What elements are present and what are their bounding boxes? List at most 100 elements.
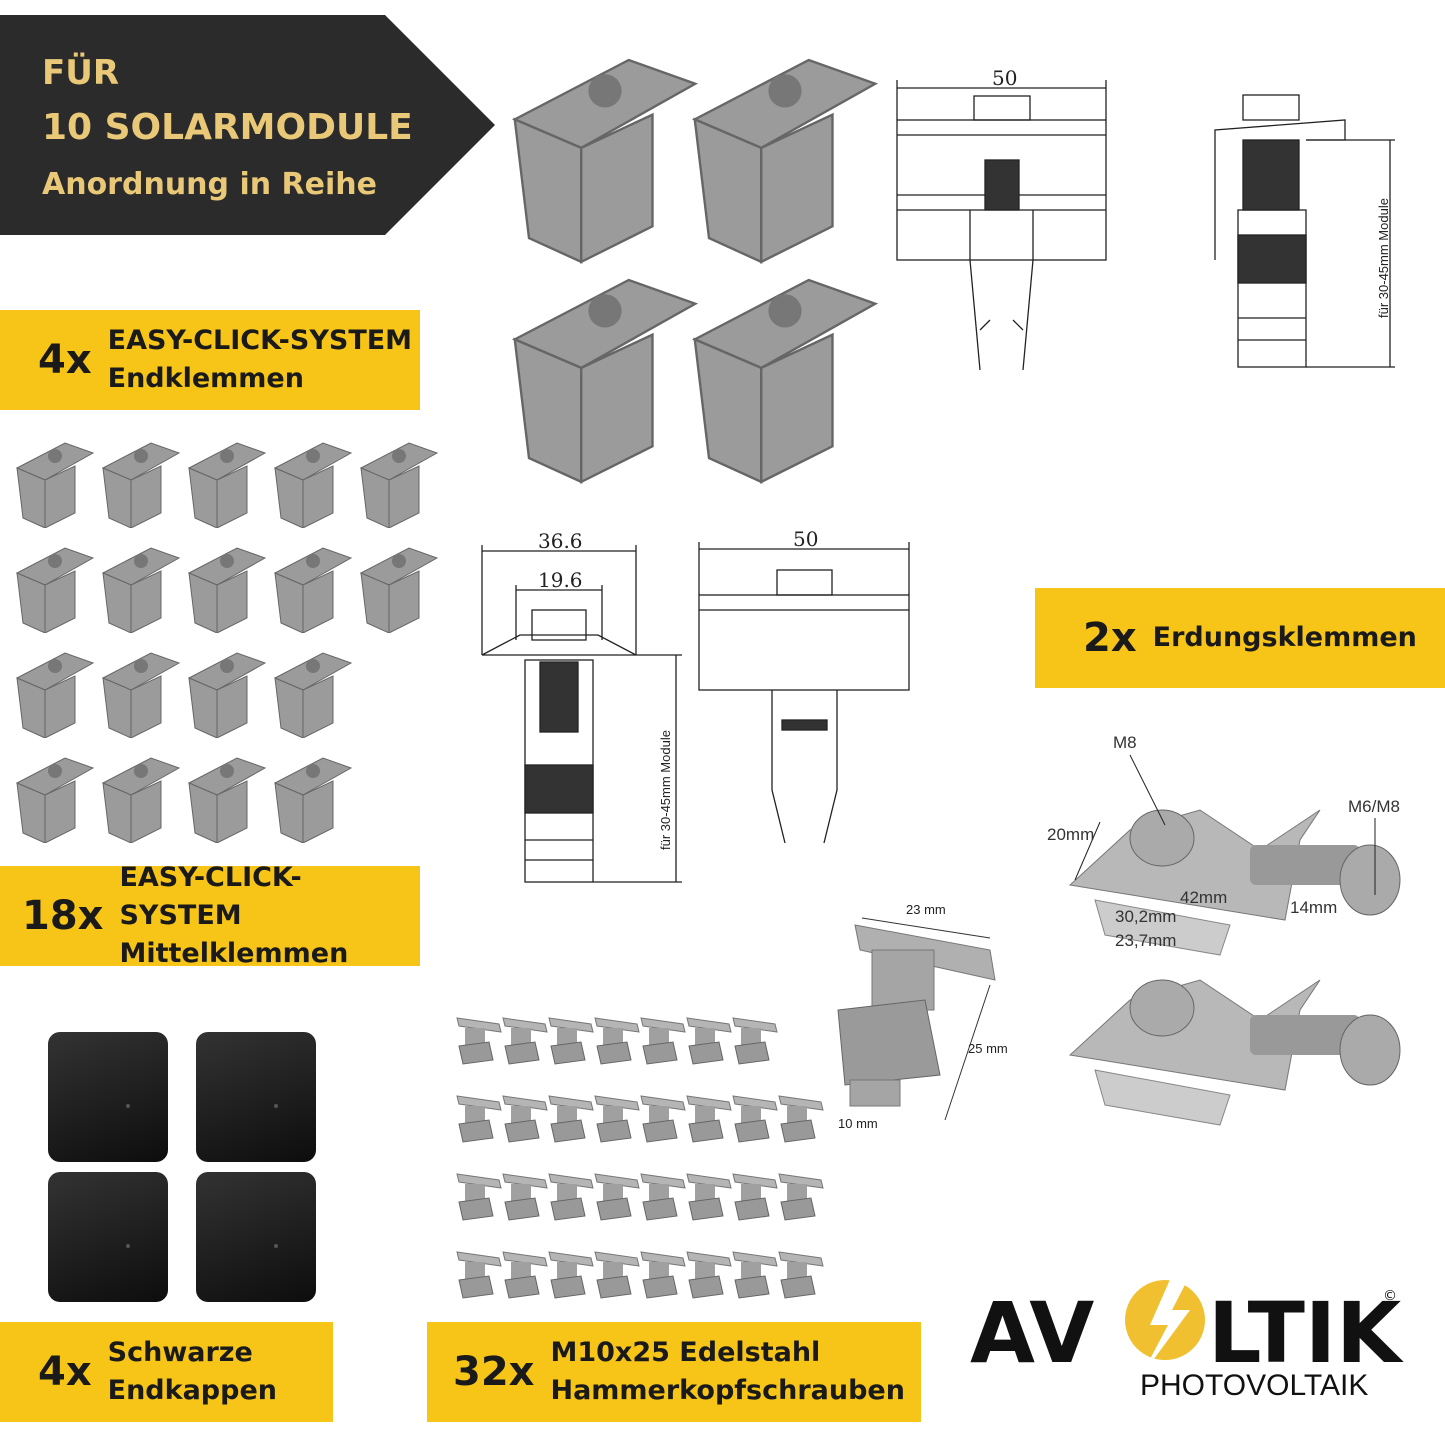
hammer-bolt: [547, 1244, 595, 1304]
hammer-bolt: [455, 1010, 503, 1070]
end-clamp: [510, 45, 700, 265]
hammer-bolt: [501, 1166, 549, 1226]
grounding-clamps: [1068, 754, 1401, 1126]
banner-line2: Endkappen: [107, 1375, 277, 1406]
bolt-head-dim: 23 mm: [906, 902, 946, 917]
erdungsklemmen-banner: 2x Erdungsklemmen: [1035, 588, 1445, 688]
end-cap: [48, 1172, 168, 1302]
dim-mid-inner: 19.6: [538, 568, 583, 592]
hammer-bolt: [501, 1244, 549, 1304]
hammer-bolt: [593, 1166, 641, 1226]
end-clamp: [690, 265, 880, 485]
dim-mid-outer: 36.6: [538, 529, 583, 553]
banner-qty: 4x: [38, 337, 92, 383]
hammer-bolt: [777, 1166, 825, 1226]
banner-qty: 2x: [1083, 615, 1137, 661]
svg-text:AV: AV: [970, 1284, 1094, 1382]
banner-qty: 18x: [22, 893, 104, 939]
middle-clamp: [187, 438, 267, 529]
middle-clamp: [15, 648, 95, 739]
hammer-bolt: [455, 1166, 503, 1226]
middle-clamp: [273, 753, 353, 844]
banner-line1: Erdungsklemmen: [1152, 622, 1417, 653]
middle-clamp: [273, 648, 353, 739]
middle-clamp: [15, 438, 95, 529]
middle-clamp: [101, 438, 181, 529]
hammer-bolt: [501, 1010, 549, 1070]
banner-qty: 4x: [38, 1349, 92, 1395]
svg-text:LTIK: LTIK: [1208, 1284, 1404, 1382]
single-bolt: [837, 917, 996, 1121]
banner-line1: M10x25 Edelstahl: [550, 1337, 821, 1368]
ground-base1-label: 30,2mm: [1115, 907, 1176, 926]
ground-base2-label: 23,7mm: [1115, 931, 1176, 950]
dim-top-width: 50: [992, 66, 1017, 90]
hammer-bolt: [639, 1088, 687, 1148]
middle-clamp: [187, 753, 267, 844]
hammer-bolt: [777, 1244, 825, 1304]
middle-clamp: [187, 543, 267, 634]
hammer-bolt: [455, 1244, 503, 1304]
bolt-thread-dim: 10 mm: [838, 1116, 878, 1131]
banner-line2: Mittelklemmen: [119, 938, 349, 969]
hammer-bolt: [501, 1088, 549, 1148]
ground-bolt1-label: M8: [1113, 733, 1137, 752]
ground-height-label: 14mm: [1290, 898, 1337, 917]
logo-sub: PHOTOVOLTAIK: [1140, 1369, 1368, 1402]
middle-clamp: [187, 648, 267, 739]
ground-length-label: 42mm: [1180, 888, 1227, 907]
hammer-bolt: [639, 1166, 687, 1226]
middle-clamp: [101, 648, 181, 739]
end-clamp: [690, 45, 880, 265]
hammer-bolt: [547, 1088, 595, 1148]
dim-mid-side-label: für 30-45mm Module: [658, 730, 673, 850]
banner-line1: EASY-CLICK-SYSTEM: [119, 862, 302, 931]
middle-clamp: [15, 753, 95, 844]
bolt-length-dim: 25 mm: [968, 1041, 1008, 1056]
avoltik-logo: AV LTIK PHOTOVOLTAIK ©: [970, 1275, 1404, 1402]
dim-mid-front-width: 50: [793, 527, 818, 551]
endklemmen-banner: 4x EASY-CLICK-SYSTEM Endklemmen: [0, 310, 420, 410]
dim-side-label: für 30-45mm Module: [1376, 198, 1391, 318]
hammer-bolt: [685, 1088, 733, 1148]
middle-clamp: [273, 543, 353, 634]
hammer-bolt: [731, 1088, 779, 1148]
banner-line1: EASY-CLICK-SYSTEM: [107, 325, 413, 356]
hammer-bolt: [455, 1088, 503, 1148]
banner-line1: Schwarze: [107, 1337, 253, 1368]
banner-line2: Hammerkopfschrauben: [550, 1375, 905, 1406]
middle-clamp: [101, 753, 181, 844]
middle-clamp: [15, 543, 95, 634]
middle-clamp: [359, 543, 439, 634]
ground-width-label: 20mm: [1047, 825, 1094, 844]
banner-qty: 32x: [453, 1349, 535, 1395]
hammer-bolt: [731, 1010, 779, 1070]
hammer-bolt: [731, 1166, 779, 1226]
hammer-bolt: [685, 1166, 733, 1226]
middle-clamp: [359, 438, 439, 529]
hammer-bolt: [685, 1010, 733, 1070]
hero-line1: FÜR: [42, 53, 120, 93]
end-cap: [48, 1032, 168, 1162]
logo-copyright: ©: [1383, 1288, 1397, 1304]
hero-banner: FÜR 10 SOLARMODULE Anordnung in Reihe: [0, 15, 495, 235]
banner-line2: Endklemmen: [107, 363, 304, 394]
end-clamp: [510, 265, 700, 485]
hammer-bolt: [685, 1244, 733, 1304]
end-cap: [196, 1172, 316, 1302]
hammer-bolt: [547, 1010, 595, 1070]
middle-clamp: [273, 438, 353, 529]
end-cap: [196, 1032, 316, 1162]
hammer-bolt: [639, 1244, 687, 1304]
hammer-bolt: [547, 1166, 595, 1226]
hero-line3: Anordnung in Reihe: [42, 167, 377, 202]
hammer-bolt: [593, 1244, 641, 1304]
ground-bolt2-label: M6/M8: [1348, 797, 1400, 816]
middle-clamp: [101, 543, 181, 634]
hero-line2: 10 SOLARMODULE: [42, 107, 413, 148]
mittelklemmen-banner: 18x EASY-CLICK-SYSTEM Mittelklemmen: [0, 862, 420, 969]
hammer-bolt: [731, 1244, 779, 1304]
